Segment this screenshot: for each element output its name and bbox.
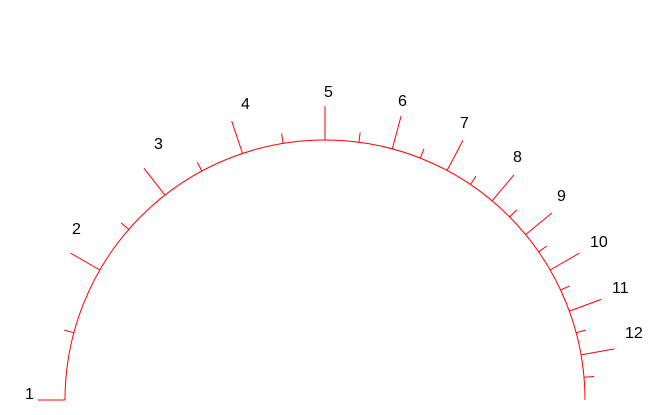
label-layer: 1 2 3 4 5 6 7 8 9 10 11 12 [25, 84, 643, 403]
minor-tick-6 [419, 148, 425, 159]
minor-tick-5 [358, 132, 361, 143]
tick-label-9: 9 [557, 188, 566, 205]
major-tick-12 [581, 348, 615, 356]
tick-label-5: 5 [324, 84, 333, 101]
tick-label-10: 10 [590, 234, 608, 251]
minor-tick-10 [560, 285, 570, 291]
minor-tick-11 [575, 329, 586, 334]
major-tick-10 [549, 252, 580, 271]
tick-label-4: 4 [241, 96, 250, 113]
tick-label-8: 8 [513, 149, 522, 166]
tick-layer [64, 106, 615, 378]
tick-label-11: 11 [612, 280, 629, 297]
major-tick-2 [70, 252, 101, 271]
tick-label-7: 7 [460, 115, 469, 132]
major-tick-4 [231, 121, 243, 154]
tick-label-2: 2 [72, 221, 81, 238]
scale-arc [64, 139, 586, 401]
major-tick-8 [491, 174, 515, 202]
tick-label-1: 1 [25, 386, 34, 403]
minor-tick-9 [538, 245, 548, 253]
minor-tick-8 [509, 209, 518, 218]
major-tick-11 [569, 298, 602, 312]
minor-tick-12 [583, 376, 595, 378]
major-tick-9 [525, 212, 553, 235]
major-tick-6 [391, 115, 402, 150]
minor-tick-1 [64, 329, 75, 334]
minor-tick-7 [469, 175, 477, 185]
arc-layer [38, 139, 586, 401]
tick-label-6: 6 [398, 93, 407, 110]
minor-tick-4 [281, 133, 284, 144]
minor-tick-2 [120, 222, 130, 230]
tick-label-3: 3 [154, 136, 163, 153]
major-tick-7 [446, 140, 464, 171]
major-tick-3 [143, 167, 166, 196]
tick-label-12: 12 [625, 325, 643, 342]
minor-tick-3 [196, 161, 203, 172]
